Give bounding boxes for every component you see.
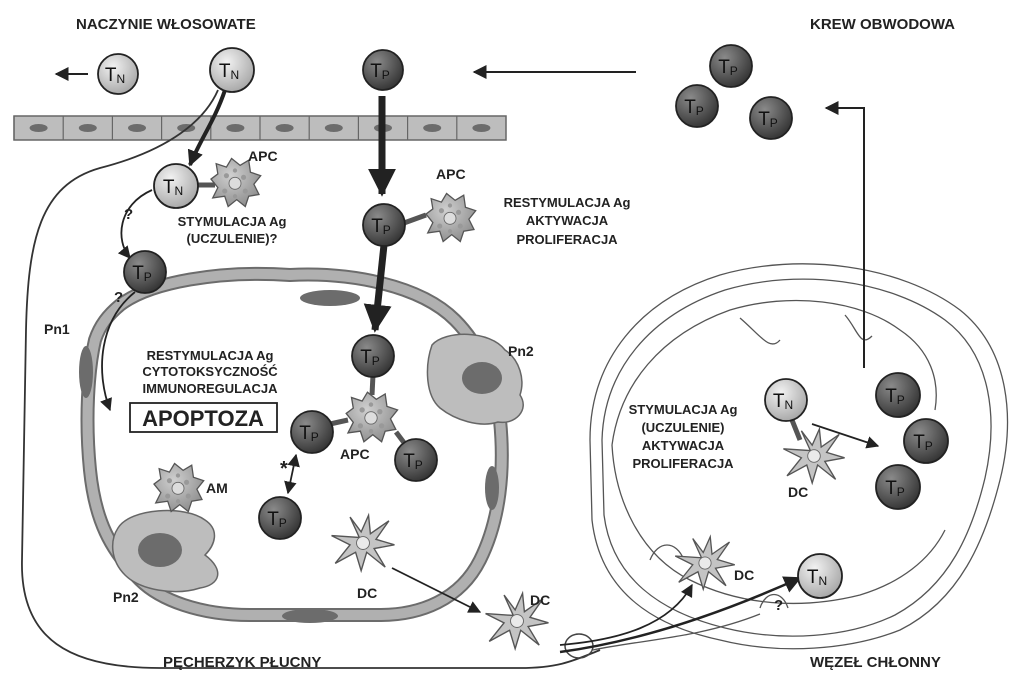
question-mark-2: ? — [114, 289, 123, 306]
endothelial-nucleus — [472, 124, 491, 132]
dc-label-4: DC — [788, 484, 808, 500]
restim-top-line1: RESTYMULACJA Ag — [504, 195, 631, 210]
t-cell-body — [209, 47, 255, 93]
primed-t-cell: TP — [749, 96, 793, 140]
primed-t-cell: TP — [675, 84, 719, 128]
t-cell-body — [290, 410, 334, 454]
dendritic-cell-node-lower — [674, 536, 736, 590]
labels: NACZYNIE WŁOSOWATE KREW OBWODOWA PĘCHERZ… — [44, 16, 955, 671]
t-cell-body — [394, 438, 438, 482]
pn2-label-left: Pn2 — [113, 589, 139, 605]
apc-label-2: APC — [436, 166, 466, 182]
dendritic-cell-alveolus — [330, 514, 396, 572]
dc-label-1: DC — [357, 585, 377, 601]
primed-t-cell: TP — [362, 203, 406, 247]
apc-label-3: APC — [340, 446, 370, 462]
primed-t-cell: TP — [290, 410, 334, 454]
dendritic-cell-node — [782, 428, 846, 484]
t-cell-body — [362, 203, 406, 247]
apc-label-1: APC — [248, 148, 278, 164]
t-cell-body — [749, 96, 793, 140]
apc-cell-upper — [425, 192, 477, 243]
lymph-node — [564, 263, 1009, 659]
restim-alveolus-line2: CYTOTOKSYCZNOŚĆ — [142, 364, 278, 379]
alveolus-label: PĘCHERZYK PŁUCNY — [163, 654, 321, 671]
t-cell-body — [903, 418, 949, 464]
node-stim-line4: PROLIFERACJA — [632, 456, 734, 471]
pn1-label: Pn1 — [44, 321, 70, 337]
apc-cell-alveolus — [345, 391, 399, 443]
endothelial-nucleus — [275, 124, 294, 132]
apoptosis-box — [129, 402, 278, 433]
question-mark-3: ? — [774, 597, 783, 614]
primed-t-cell: TP — [875, 464, 921, 510]
am-label: AM — [206, 480, 228, 496]
flow-arrows — [54, 65, 880, 654]
apc-cell-capillary — [210, 157, 262, 208]
t-cell-body — [123, 250, 167, 294]
restim-top-line2: AKTYWACJA — [526, 213, 609, 228]
peripheral-blood-label: KREW OBWODOWA — [810, 16, 955, 33]
restim-alveolus-line1: RESTYMULACJA Ag — [147, 348, 274, 363]
capillary-endothelium — [13, 115, 507, 141]
endothelial-nucleus — [78, 124, 97, 132]
node-stim-line2: (UCZULENIE) — [641, 420, 724, 435]
apoptosis-label: APOPTOZA — [142, 406, 264, 431]
alveolus-wall — [79, 266, 509, 623]
t-cell-body — [709, 44, 753, 88]
t-cell-body — [153, 163, 199, 209]
t-cell-body — [362, 49, 404, 91]
pneumocyte-type2-right — [426, 333, 524, 425]
pneumocyte-type2-left — [111, 509, 219, 593]
pn2-label-right: Pn2 — [508, 343, 534, 359]
naive-t-cell: TN — [97, 53, 139, 95]
asterisk-marker: * — [280, 458, 288, 480]
naive-t-cell: TN — [764, 378, 808, 422]
naive-t-cell: TN — [153, 163, 199, 209]
restim-alveolus-line3: IMMUNOREGULACJA — [142, 381, 278, 396]
capillary-label: NACZYNIE WŁOSOWATE — [76, 16, 256, 33]
t-cell-body — [675, 84, 719, 128]
primed-t-cell: TP — [351, 334, 395, 378]
primed-t-cell: TP — [123, 250, 167, 294]
t-cell-body — [797, 553, 843, 599]
endothelial-nucleus — [226, 124, 245, 132]
question-mark-1: ? — [124, 206, 133, 223]
naive-t-cell: TN — [797, 553, 843, 599]
node-stim-line1: STYMULACJA Ag — [629, 402, 738, 417]
naive-t-cell: TN — [209, 47, 255, 93]
t-cell-body — [351, 334, 395, 378]
t-cell-body — [764, 378, 808, 422]
primed-t-cell: TP — [875, 372, 921, 418]
endothelial-nucleus — [423, 124, 442, 132]
t-cell-body — [97, 53, 139, 95]
primed-t-cell: TP — [362, 49, 404, 91]
stim-top-line1: STYMULACJA Ag — [178, 214, 287, 229]
restim-top-line3: PROLIFERACJA — [516, 232, 618, 247]
interstitium-boundary — [21, 89, 601, 669]
t-cell-body — [875, 464, 921, 510]
alveolar-macrophage — [153, 462, 205, 513]
primed-t-cell: TP — [709, 44, 753, 88]
t-cell-body — [875, 372, 921, 418]
primed-t-cell: TP — [394, 438, 438, 482]
endothelial-nucleus — [324, 124, 343, 132]
stim-top-line2: (UCZULENIE)? — [187, 231, 278, 246]
dc-label-3: DC — [734, 567, 754, 583]
lymph-node-label: WĘZEŁ CHŁONNY — [810, 654, 941, 671]
primed-t-cell: TP — [258, 496, 302, 540]
primed-t-cell: TP — [903, 418, 949, 464]
endothelial-nucleus — [177, 124, 196, 132]
t-cell-body — [258, 496, 302, 540]
node-stim-line3: AKTYWACJA — [642, 438, 725, 453]
endothelial-nucleus — [128, 124, 146, 132]
dc-label-2: DC — [530, 592, 550, 608]
endothelial-nucleus — [29, 124, 48, 132]
